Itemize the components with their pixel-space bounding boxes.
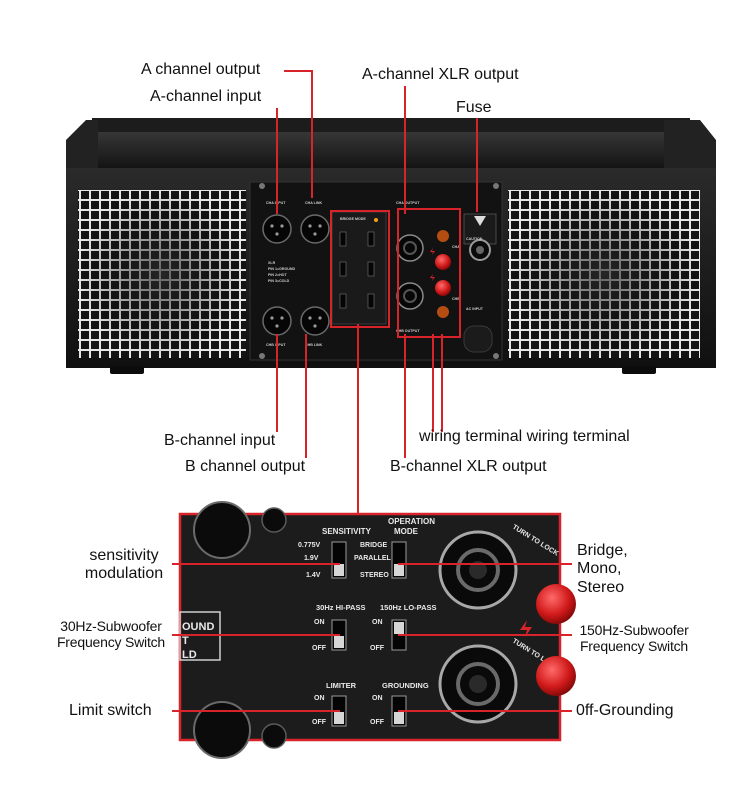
leader-wiring-terminal-2: [441, 334, 443, 432]
label-off-grounding: 0ff-Grounding: [576, 702, 674, 719]
leader-wiring-terminal-1: [432, 334, 434, 432]
label-30hz-line1: 30Hz-Subwoofer: [60, 618, 162, 634]
label-fuse: Fuse: [456, 99, 492, 116]
sensitivity-print: SENSITIVITY: [322, 527, 372, 536]
leader-b-channel-input: [276, 334, 278, 432]
on-print-4: ON: [372, 695, 383, 702]
operation-print: OPERATION: [388, 517, 435, 526]
cha-short-print: CHA: [452, 245, 460, 249]
v19-print: 1.9V: [304, 555, 319, 562]
chb-short-print: CHB: [452, 297, 460, 301]
bridge-mode-print: BRIDGE MODE: [340, 217, 366, 221]
label-a-channel-input: A-channel input: [150, 88, 262, 105]
label-bridge-mono-stereo: Bridge, Mono, Stereo: [577, 542, 628, 597]
parallel-print: PARALLEL: [354, 555, 392, 562]
leader-a-channel-input: [276, 108, 278, 214]
label-30hz-switch: 30Hz-Subwoofer Frequency Switch: [52, 618, 170, 650]
leader-fuse: [476, 118, 478, 212]
off-print-1: OFF: [312, 645, 327, 652]
pin1-print: PIN 1=GROUND: [268, 267, 295, 271]
dip-switch-highlight: [330, 210, 390, 328]
grounding-print: GROUNDING: [382, 681, 429, 690]
pin3-print: PIN 3=COLD: [268, 279, 290, 283]
stereo-print: STEREO: [360, 572, 389, 579]
label-wiring-terminal: wiring terminal wiring terminal: [419, 428, 630, 445]
chb-link-print: CHB LINK: [305, 343, 323, 347]
label-bridge-line2: Mono,: [577, 560, 622, 578]
label-bridge-line1: Bridge,: [577, 542, 628, 559]
off-print-3: OFF: [312, 719, 327, 726]
off-print-4: OFF: [370, 719, 385, 726]
side-print-2: T: [182, 635, 189, 647]
on-print-3: ON: [314, 695, 325, 702]
leader-sensitivity: [172, 563, 340, 565]
label-sensitivity-line2: modulation: [84, 565, 164, 583]
label-150hz-line2: Frequency Switch: [579, 638, 689, 655]
limiter-print: LIMITER: [326, 681, 357, 690]
cha-output-print: CHA OUTPUT: [396, 201, 420, 205]
leader-bridge-mono-stereo: [398, 563, 572, 565]
label-b-channel-xlr-output: B-channel XLR output: [390, 458, 547, 475]
on-print-1: ON: [314, 619, 325, 626]
off-print-2: OFF: [370, 645, 385, 652]
side-print-3: LD: [182, 649, 197, 661]
on-print-2: ON: [372, 619, 383, 626]
lopass-print: 150Hz LO-PASS: [380, 603, 437, 612]
hipass-print: 30Hz HI-PASS: [316, 603, 365, 612]
ac-input-print: AC INPUT: [466, 307, 484, 311]
label-a-channel-xlr-output: A-channel XLR output: [362, 66, 519, 83]
leader-a-channel-xlr-output: [404, 86, 406, 214]
leader-limit-switch: [172, 710, 340, 712]
leader-b-channel-xlr-output: [404, 334, 406, 458]
v14-print: 1.4V: [306, 572, 321, 579]
leader-off-grounding: [398, 710, 572, 712]
label-30hz-line2: Frequency Switch: [56, 634, 166, 651]
leader-30hz: [172, 634, 340, 636]
v0775-print: 0.775V: [298, 542, 321, 549]
label-sensitivity-modulation: sensitivity modulation: [74, 547, 174, 584]
label-a-channel-output: A channel output: [141, 61, 261, 78]
side-print-1: OUND: [182, 621, 214, 633]
label-b-channel-output: B channel output: [185, 458, 306, 475]
label-150hz-line1: 150Hz-Subwoofer: [579, 622, 689, 638]
leader-b-channel-output: [305, 334, 307, 458]
caution-print: CAUTION: [466, 237, 483, 241]
chb-output-print: CHB OUTPUT: [396, 329, 420, 333]
label-sensitivity-line1: sensitivity: [89, 547, 159, 564]
output-terminal-highlight: [397, 208, 461, 338]
leader-a-channel-output: [311, 70, 313, 198]
pin2-print: PIN 2=HOT: [268, 273, 287, 277]
cha-link-print: CHA LINK: [305, 201, 322, 205]
label-limit-switch: Limit switch: [69, 702, 152, 719]
leader-150hz: [398, 634, 572, 636]
bridge-print: BRIDGE: [360, 542, 388, 549]
label-b-channel-input: B-channel input: [164, 432, 276, 449]
mode-print: MODE: [394, 527, 419, 536]
label-bridge-line3: Stereo: [577, 578, 625, 596]
leader-zoom-connector: [357, 324, 359, 514]
xlr-print: XLR: [268, 261, 276, 265]
label-150hz-switch: 150Hz-Subwoofer Frequency Switch: [572, 622, 696, 654]
leader-a-channel-output: [284, 70, 312, 72]
